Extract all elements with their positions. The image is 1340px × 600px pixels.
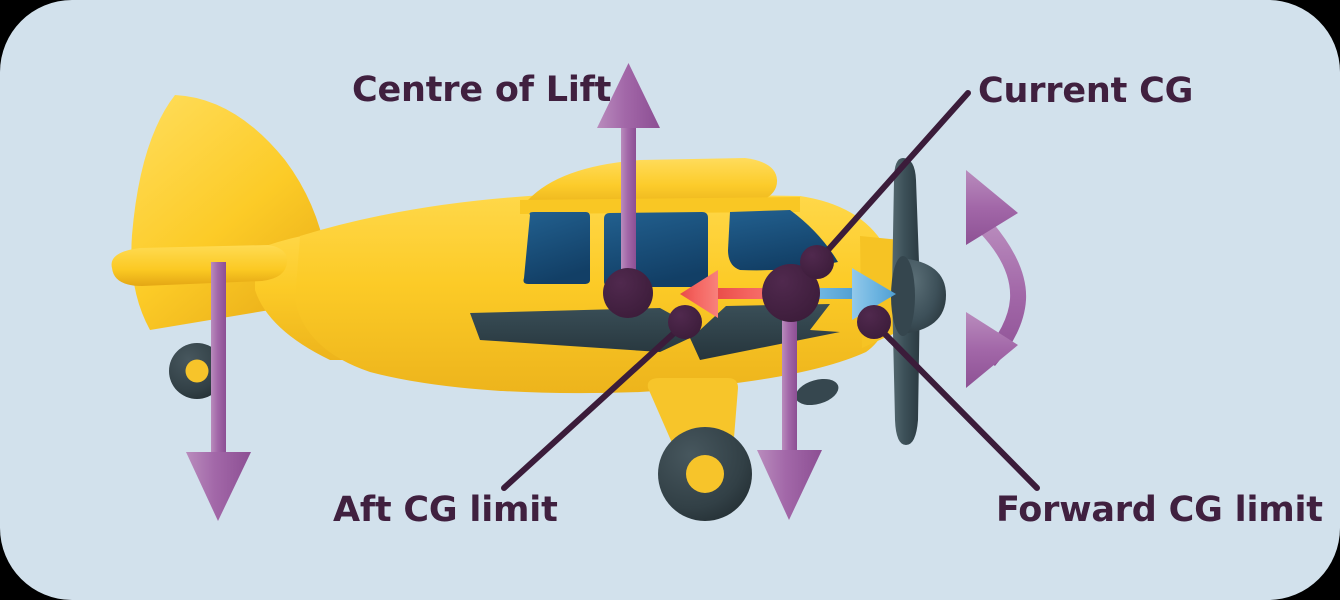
wing-underside — [470, 304, 840, 360]
cabin-roof — [520, 197, 800, 214]
leader-line-aft-cg-limit — [501, 321, 687, 491]
pitch-arrow-head-up — [966, 170, 1018, 245]
belly-fairing — [795, 378, 839, 406]
tail-weight-arrow — [186, 262, 251, 521]
pitch-arrow-head-down — [966, 312, 1018, 388]
label-forward-cg-limit: Forward CG limit — [996, 490, 1323, 530]
marker-dot-current-cg — [762, 264, 820, 322]
label-aft-cg-limit: Aft CG limit — [333, 490, 558, 530]
label-current-cg: Current CG — [978, 71, 1194, 111]
aft-cg-shift-arrow — [680, 270, 798, 318]
marker-dot-forward-cg-limit — [857, 305, 891, 339]
leader-line-current-cg — [817, 90, 971, 262]
main-wheel — [658, 427, 752, 521]
window-rear — [523, 212, 590, 284]
marker-dot-centre-of-lift — [603, 268, 653, 318]
label-centre-of-lift: Centre of Lift — [352, 70, 612, 110]
marker-dot-current-cg-leader — [800, 245, 834, 279]
lift-arrow — [597, 63, 660, 294]
forward-cg-shift-arrow — [786, 268, 896, 320]
leader-line-forward-cg-limit — [873, 322, 1040, 491]
spinner-base — [891, 256, 915, 336]
pitch-range-arrow — [966, 170, 1027, 388]
marker-dot-aft-cg-limit — [668, 305, 702, 339]
aircraft — [111, 95, 946, 521]
horizontal-stabiliser — [111, 245, 288, 286]
main-weight-arrow — [757, 310, 822, 520]
